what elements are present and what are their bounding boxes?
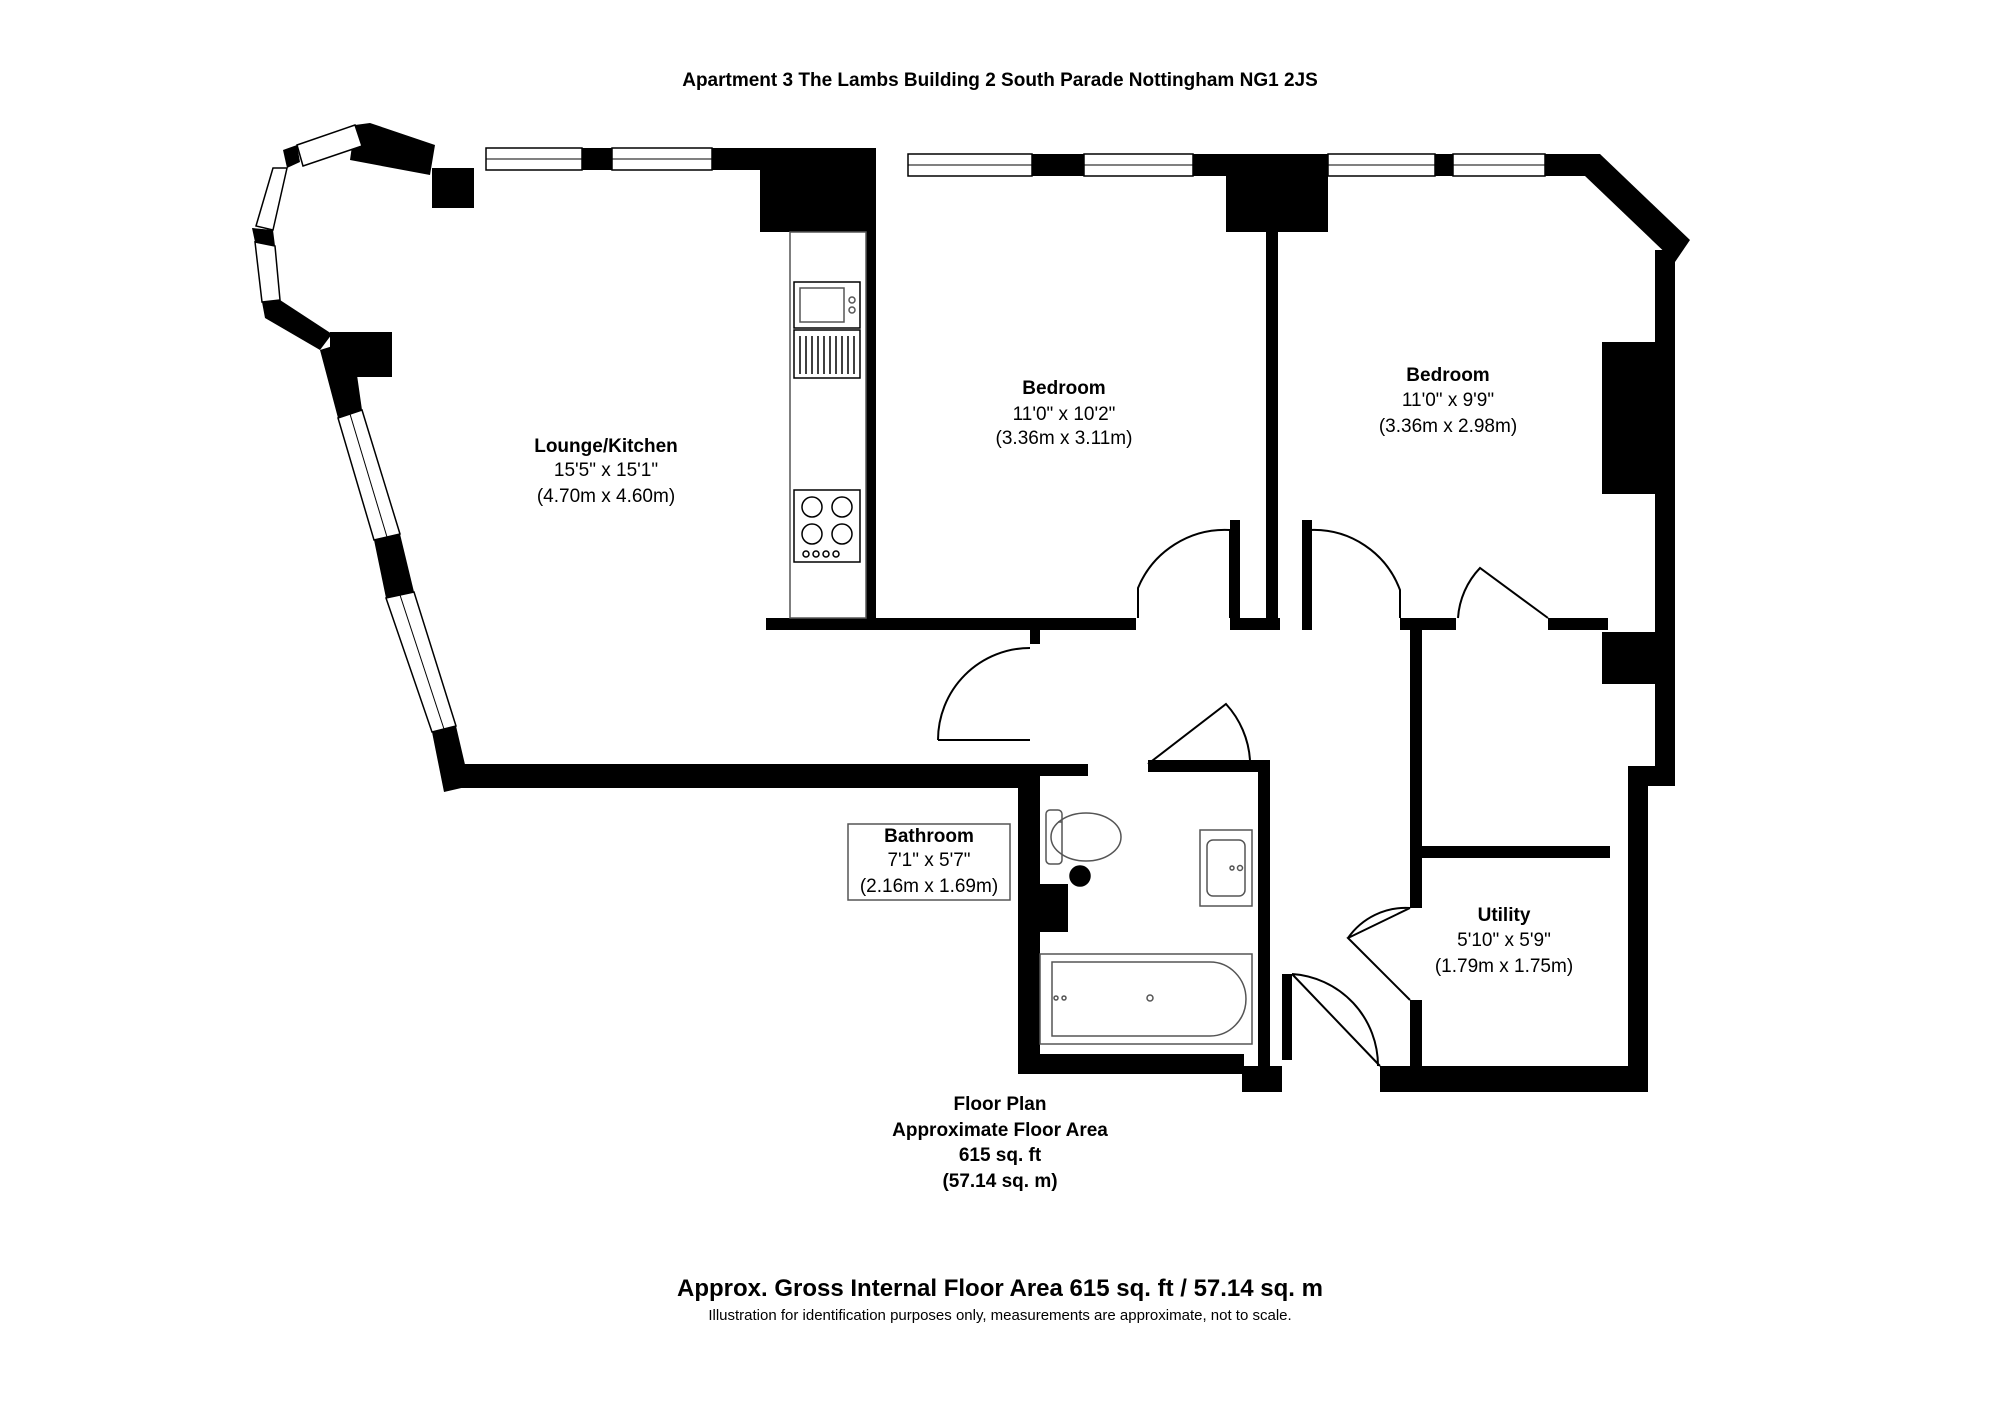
north-wall-kitchen xyxy=(712,148,876,170)
bathroom-north-stub xyxy=(1040,764,1088,776)
utility-west-wall xyxy=(1410,858,1422,908)
bathroom-north-wall xyxy=(1148,760,1270,772)
corridor-south-pier xyxy=(1242,1066,1282,1092)
bathroom-east-wall xyxy=(1258,760,1270,1070)
basin-icon xyxy=(1199,829,1253,907)
bedroom1-metric: (3.36m x 3.11m) xyxy=(996,428,1133,449)
window-west-1 xyxy=(337,409,401,541)
doors xyxy=(937,528,1549,1067)
door-utility xyxy=(1346,906,1411,1001)
kitchen-chimney xyxy=(760,168,876,232)
north-wall-pier-3 xyxy=(1193,154,1227,176)
utility-imperial: 5'10" x 5'9" xyxy=(1457,930,1551,951)
chimney-breast-left xyxy=(432,168,474,208)
floor-area-sqft: 615 sq. ft xyxy=(959,1145,1042,1166)
toilet-icon xyxy=(1045,809,1122,865)
bedroom1-name: Bedroom xyxy=(1022,378,1105,399)
bathroom-imperial: 7'1" x 5'7" xyxy=(887,850,970,871)
worktop xyxy=(789,231,867,619)
bathroom-south-wall xyxy=(1018,1054,1244,1074)
bay-corner-left xyxy=(252,228,275,246)
west-wall-pier xyxy=(374,534,414,598)
bedroom2-south-wall-b xyxy=(1400,618,1456,630)
bedroom2-south-wall-a xyxy=(1240,618,1280,630)
door-lounge xyxy=(937,647,1031,741)
floor-area-summary: Floor Plan Approximate Floor Area 615 sq… xyxy=(892,1094,1108,1192)
gross-area-footer: Approx. Gross Internal Floor Area 615 sq… xyxy=(677,1275,1323,1302)
door-bedroom1 xyxy=(1137,528,1231,618)
bedroom-door-jamb-b xyxy=(1302,520,1312,630)
hall-west-stub xyxy=(1030,630,1040,644)
bathroom-metric: (2.16m x 1.69m) xyxy=(860,876,998,897)
door-entrance xyxy=(1291,973,1381,1067)
utility-south-wall xyxy=(1380,1066,1648,1092)
window-bay-2 xyxy=(255,167,288,231)
property-address: Apartment 3 The Lambs Building 2 South P… xyxy=(682,70,1318,91)
north-east-angle xyxy=(1585,154,1690,262)
bedroom1-south-wall xyxy=(876,618,1136,630)
bedroom-door-jamb-a xyxy=(1230,520,1240,630)
north-wall-pier-2 xyxy=(1032,154,1084,176)
hob-icon xyxy=(793,489,861,563)
bedroom-divider xyxy=(1266,220,1278,630)
east-wall xyxy=(1655,250,1675,786)
lounge-imperial: 15'5" x 15'1" xyxy=(554,460,658,481)
lounge-metric: (4.70m x 4.60m) xyxy=(537,486,675,507)
bay-wall-upper xyxy=(350,123,435,175)
utility-name: Utility xyxy=(1478,905,1531,926)
door-bedroom2 xyxy=(1309,528,1401,618)
bedroom-chimney xyxy=(1226,154,1328,232)
bathroom-west-wall xyxy=(1018,764,1040,1074)
bay-pier xyxy=(320,340,362,418)
cupboard-west-wall xyxy=(1410,630,1422,850)
door-cupboard xyxy=(1457,566,1549,619)
floor-area-sqm: (57.14 sq. m) xyxy=(942,1171,1057,1192)
window-bay-3 xyxy=(254,241,281,303)
drainer-icon xyxy=(793,329,861,379)
soil-pipe-icon xyxy=(1069,865,1091,887)
utility-west-wall-low xyxy=(1410,1000,1422,1080)
cupboard-south-wall xyxy=(1410,846,1610,858)
floor-area-label: Approximate Floor Area xyxy=(892,1120,1108,1141)
bedroom2-name: Bedroom xyxy=(1406,365,1489,386)
lounge-south-wall xyxy=(444,764,1040,788)
window-glazing-lines xyxy=(349,158,1545,730)
window-west-2 xyxy=(385,591,457,733)
kitchen-bedroom-wall xyxy=(866,170,876,628)
windows xyxy=(254,124,1546,733)
door-bathroom xyxy=(1147,702,1251,765)
bay-corner-lower xyxy=(262,300,332,350)
north-wall-pier-1 xyxy=(582,148,612,170)
bay-corner-top xyxy=(283,145,300,168)
window-bay-1 xyxy=(296,124,363,167)
bathroom-label-box xyxy=(847,823,1011,901)
bedroom2-south-wall-c xyxy=(1548,618,1608,630)
utility-metric: (1.79m x 1.75m) xyxy=(1435,956,1573,977)
bathroom-name: Bathroom xyxy=(884,826,974,847)
bedroom2-imperial: 11'0" x 9'9" xyxy=(1402,390,1494,411)
bathroom-fixtures xyxy=(1039,809,1253,1045)
east-wall-lower xyxy=(1628,766,1648,1092)
bedroom2-metric: (3.36m x 2.98m) xyxy=(1379,416,1517,437)
room-labels: Lounge/Kitchen 15'5" x 15'1" (4.70m x 4.… xyxy=(534,365,1573,977)
walls xyxy=(252,123,1690,1092)
bathroom-cupboard xyxy=(1038,884,1068,932)
floor-plan-title: Floor Plan xyxy=(954,1094,1047,1115)
corridor-east-stub xyxy=(1282,974,1292,1060)
north-wall-pier-5 xyxy=(1545,154,1585,176)
sink-icon xyxy=(793,281,861,329)
kitchen-south-wall xyxy=(766,618,876,630)
bath-icon xyxy=(1039,953,1253,1045)
north-wall-pier-4 xyxy=(1435,154,1453,176)
east-wall-pier xyxy=(1602,632,1656,684)
lounge-name: Lounge/Kitchen xyxy=(534,436,678,457)
east-chimney xyxy=(1602,342,1656,494)
disclaimer: Illustration for identification purposes… xyxy=(708,1307,1291,1324)
bedroom1-imperial: 11'0" x 10'2" xyxy=(1013,404,1116,425)
kitchen-units xyxy=(789,231,867,619)
